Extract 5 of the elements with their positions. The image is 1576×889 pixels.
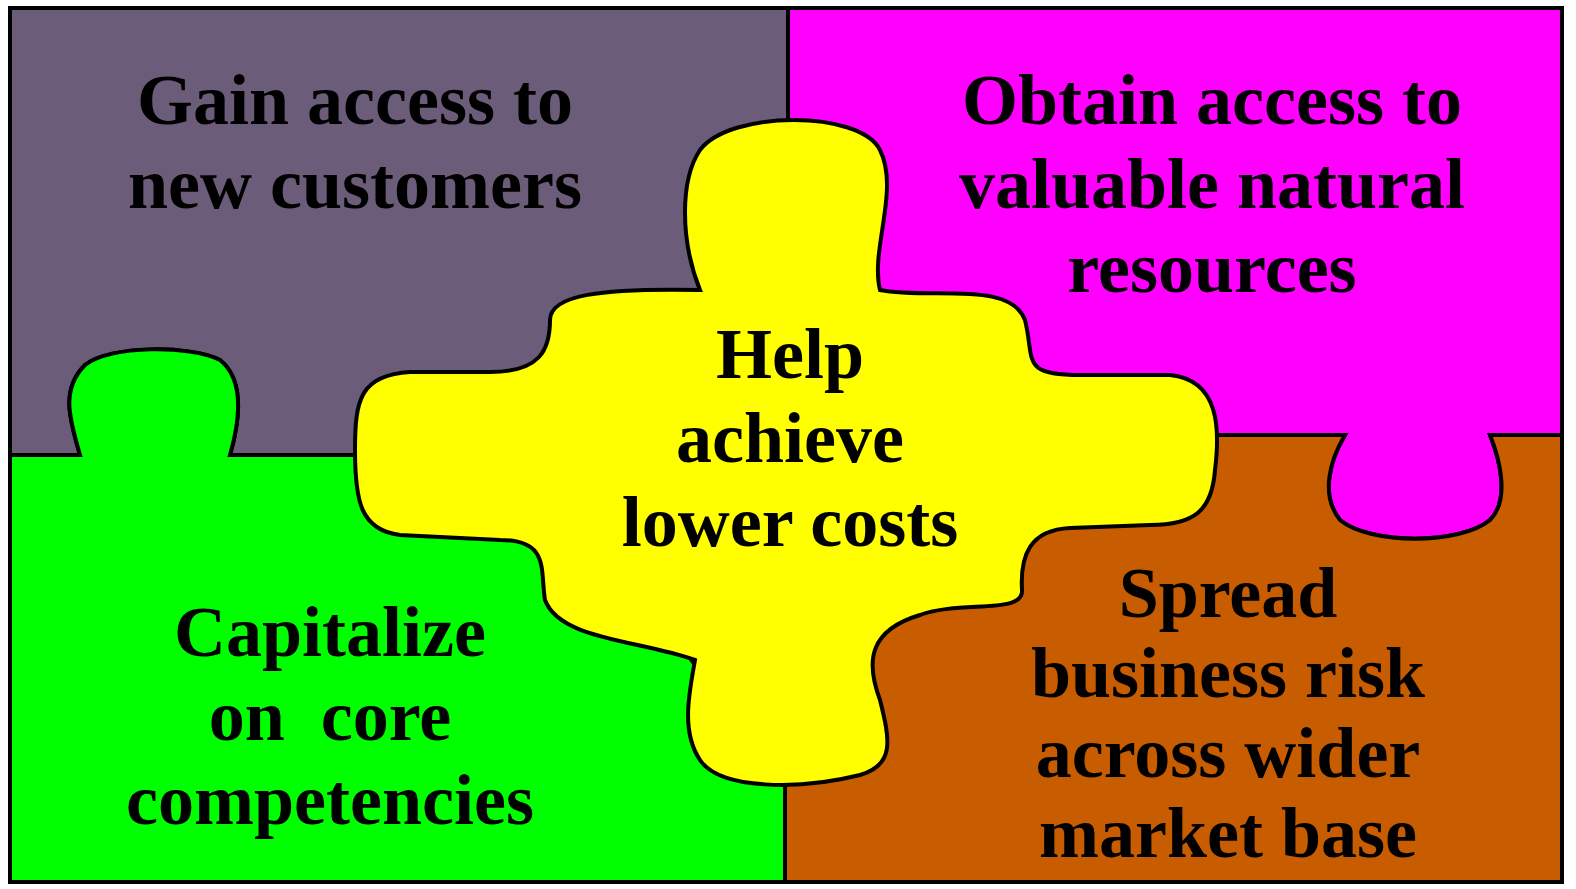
piece-label: Spread business risk across wider market base — [1029, 553, 1427, 873]
piece-label: Obtain access to valuable natural resources — [957, 59, 1467, 310]
piece-label: Gain access to new customers — [127, 59, 583, 226]
piece-label: Help achieve lower costs — [620, 313, 960, 564]
piece-label: Capitalize on core competencies — [125, 591, 535, 842]
